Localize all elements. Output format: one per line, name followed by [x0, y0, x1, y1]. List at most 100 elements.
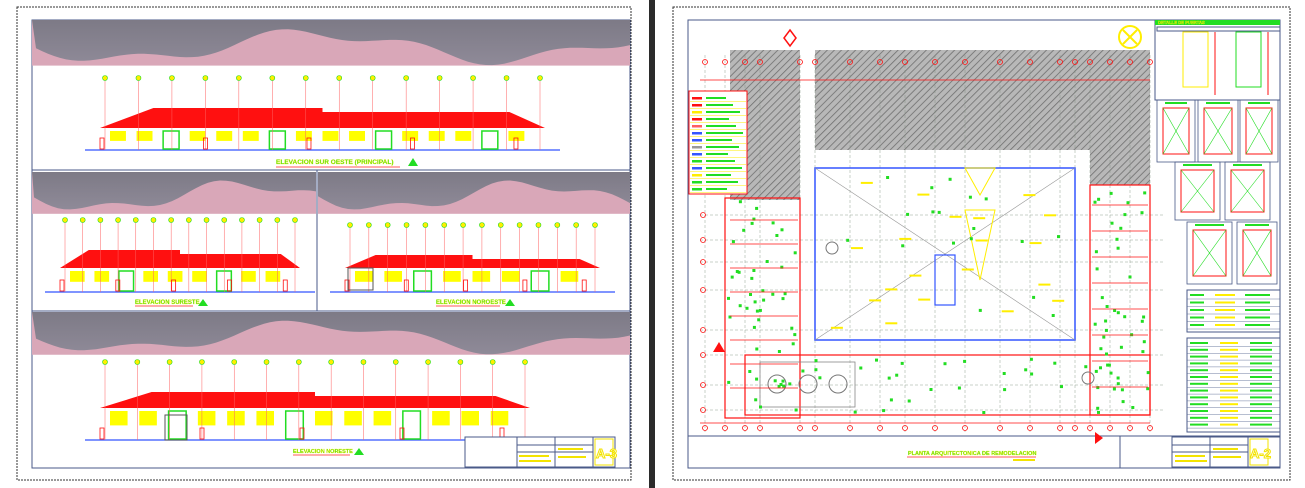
detail-label: [1245, 224, 1269, 226]
grid-bubble: [537, 75, 543, 81]
wall-tag: [752, 325, 756, 329]
schedule-cell: [1190, 355, 1208, 358]
window: [167, 271, 183, 282]
wall-tag: [779, 383, 783, 386]
human-figure: [227, 279, 232, 292]
window: [373, 411, 392, 426]
window-detail: [1203, 107, 1233, 155]
wall-tag: [755, 377, 759, 381]
window: [560, 271, 579, 282]
axis-bubble: [702, 59, 708, 65]
window: [143, 271, 158, 282]
grid-bubble: [202, 75, 209, 81]
schedule-cell: [1220, 355, 1238, 358]
axis-bubble: [700, 212, 706, 218]
room-label: [909, 274, 922, 277]
schedule-cell: [1250, 396, 1272, 399]
window: [216, 131, 233, 141]
door: [481, 130, 499, 150]
window: [322, 131, 339, 141]
wall-tag: [853, 410, 857, 414]
axis-bubble: [700, 407, 706, 413]
room-label: [1052, 299, 1065, 302]
detail-frame: [1186, 221, 1233, 285]
schedule-cell: [1220, 410, 1238, 412]
wall-tag: [1002, 372, 1006, 375]
view-marker-icon: [408, 158, 418, 166]
grid-bubble: [274, 217, 281, 223]
view-title-sur-oeste: ELEVACION SUR OESTE (PRINCIPAL): [276, 158, 418, 168]
room-label: [961, 268, 974, 271]
schedule-cell: [1220, 342, 1238, 344]
wall-tag: [887, 376, 891, 380]
schedule-cell: [1190, 403, 1208, 406]
door: [530, 270, 550, 292]
wall-tag: [1140, 211, 1144, 215]
wall-tag: [1051, 314, 1055, 317]
detail-label: [1206, 102, 1230, 104]
door: [162, 130, 180, 150]
legend-label: [706, 174, 731, 176]
schedule-cell: [1190, 309, 1204, 311]
wall-tag: [900, 361, 904, 365]
legend-label: [706, 181, 738, 183]
window: [189, 131, 206, 141]
legend-label: [706, 125, 736, 127]
axis-bubble: [902, 59, 908, 65]
sky-band: [318, 172, 630, 210]
view-title-sureste: ELEVACION SURESTE: [135, 299, 208, 307]
sky-band: [32, 172, 316, 210]
wall-tag: [748, 370, 752, 373]
detail-label: [1248, 102, 1270, 104]
axis-bubble: [722, 425, 728, 431]
grid-bubble: [97, 217, 104, 223]
schedule-cell: [1215, 324, 1235, 326]
wall-tag: [801, 369, 805, 373]
axis-bubble: [1072, 425, 1078, 431]
grid-bubble: [503, 75, 510, 81]
sheet-number: A-3: [596, 446, 617, 461]
view-marker-icon: [354, 448, 364, 455]
window: [461, 411, 479, 426]
window-detail: [1162, 107, 1190, 155]
grid-bubble: [336, 75, 343, 81]
wall-tag: [1100, 296, 1104, 300]
detail-label: [1233, 164, 1262, 166]
schedule-cell: [1190, 369, 1208, 372]
door: [167, 410, 187, 440]
schedule-cell: [1215, 309, 1235, 311]
title-block-a3: A-3: [464, 436, 617, 468]
wall-tag: [727, 380, 731, 384]
axis-bubble: [700, 259, 706, 265]
wall-tag: [1097, 197, 1101, 201]
room-label: [1038, 283, 1051, 286]
legend-label: [706, 188, 727, 190]
wall-tag: [790, 326, 794, 330]
axis-bubble: [1087, 425, 1093, 431]
wall-tag: [781, 379, 785, 383]
wall-tag: [765, 260, 769, 263]
wall-tag: [1113, 309, 1117, 312]
window: [443, 271, 461, 282]
schedule-cell: [1250, 410, 1272, 412]
view-title: ELEVACION SUR OESTE (PRINCIPAL): [276, 159, 394, 166]
grid-bubble: [236, 75, 242, 81]
room-label: [1023, 194, 1036, 197]
wall-tag: [982, 411, 986, 414]
wall-tag: [1096, 406, 1100, 410]
wall-tag: [1105, 305, 1109, 308]
sheet-a3: ELEVACION SUR OESTE (PRINCIPAL) ELEVACIO…: [16, 6, 632, 481]
human-figure: [171, 279, 177, 292]
wall-tag: [1123, 315, 1127, 319]
grid-bubble: [384, 222, 391, 228]
legend-symbol: [692, 188, 702, 191]
wall-tag: [793, 333, 797, 337]
wall-tag: [782, 384, 786, 388]
wall-tag: [755, 206, 759, 210]
wall-tag: [794, 408, 798, 412]
elevation-noroeste: [330, 222, 615, 293]
wall-tag: [1020, 240, 1024, 243]
grid-bubble: [392, 359, 399, 365]
schedule-cell: [1220, 382, 1238, 385]
axis-bubble: [742, 425, 748, 431]
